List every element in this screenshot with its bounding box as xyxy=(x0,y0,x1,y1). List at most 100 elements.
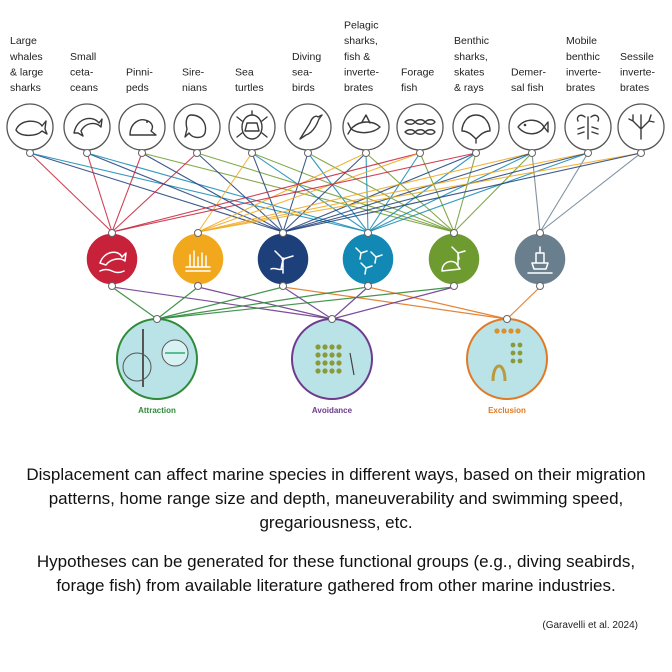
species-stressor-link xyxy=(197,152,253,233)
species-stressor-link xyxy=(29,152,113,233)
species-group: Demer-sal fish xyxy=(508,66,556,157)
connector-dot xyxy=(472,149,480,157)
turbine-seal-icon xyxy=(441,246,466,272)
stressor-outcome-link xyxy=(156,286,284,320)
stressor-outcome-link xyxy=(331,286,455,320)
species-stressor-link xyxy=(307,152,455,233)
stressor-circle xyxy=(341,232,395,286)
underwater-scene-icon xyxy=(491,328,523,382)
connection-lines xyxy=(29,152,642,320)
stressor-outcome-link xyxy=(111,286,158,320)
connector-dot xyxy=(279,282,287,290)
connector-dot xyxy=(108,282,116,290)
species-label: Pinni-peds xyxy=(126,66,153,94)
connector-dot xyxy=(450,229,458,237)
outcome-circle xyxy=(466,318,548,400)
species-icon-circle xyxy=(6,103,54,151)
fish-school-icon xyxy=(404,119,436,135)
species-group: Sire-nians xyxy=(173,66,221,157)
species-stressor-link xyxy=(196,152,455,233)
connector-dot xyxy=(362,149,370,157)
connector-dot xyxy=(138,149,146,157)
outcome-label: Avoidance xyxy=(312,406,353,415)
species-stressor-link xyxy=(111,152,143,233)
citation: (Garavelli et al. 2024) xyxy=(542,620,638,631)
species-stressor-link xyxy=(539,152,589,233)
species-stressor-link xyxy=(453,152,533,233)
species-stressor-link xyxy=(86,152,284,233)
outcome-attraction: Attraction xyxy=(116,315,198,415)
outcome-avoidance: Avoidance xyxy=(291,315,373,415)
species-stressor-link xyxy=(453,152,477,233)
connector-dot xyxy=(248,149,256,157)
lobster-icon xyxy=(576,114,600,140)
species-stressor-link xyxy=(307,152,369,233)
connector-dot xyxy=(194,229,202,237)
stressor-outcome-link xyxy=(156,286,455,320)
stressor-circle xyxy=(427,232,481,286)
outcome-circle xyxy=(291,318,373,400)
stressor-node xyxy=(256,229,310,290)
connector-dot xyxy=(153,315,161,323)
species-stressor-link xyxy=(197,152,421,233)
shark-icon xyxy=(347,114,381,135)
species-icon-circle xyxy=(173,103,221,151)
underwater-scene-icon xyxy=(122,329,189,387)
buoy-icon xyxy=(527,246,553,274)
underwater-noise-icon xyxy=(99,251,127,274)
turtle-icon xyxy=(236,110,268,140)
connector-dot xyxy=(193,149,201,157)
species-stressor-link xyxy=(251,152,455,233)
connector-dot xyxy=(304,149,312,157)
stressor-circle xyxy=(513,232,567,286)
species-stressor-link xyxy=(367,152,589,233)
connector-dot xyxy=(536,282,544,290)
species-stressor-link xyxy=(197,152,367,233)
connector-dot xyxy=(536,229,544,237)
demersal-fish-icon xyxy=(517,119,549,135)
species-stressor-link xyxy=(367,152,533,233)
connector-dot xyxy=(503,315,511,323)
turbine-array-icon xyxy=(355,247,383,275)
species-stressor-link xyxy=(282,152,367,233)
species-stressor-link xyxy=(282,152,533,233)
species-stressor-link xyxy=(111,152,477,233)
connector-dot xyxy=(279,229,287,237)
stressor-node xyxy=(341,229,395,290)
stressor-outcome-link xyxy=(506,286,541,320)
stressor-nodes xyxy=(85,229,567,290)
stressor-outcome-link xyxy=(331,286,369,320)
outcome-label: Attraction xyxy=(138,406,176,415)
species-stressor-link xyxy=(111,152,198,233)
stressor-outcome-link xyxy=(156,286,369,320)
connector-dot xyxy=(584,149,592,157)
connector-dot xyxy=(364,282,372,290)
species-stressor-link xyxy=(197,152,533,233)
whale-icon xyxy=(15,120,48,137)
species-stressor-link xyxy=(86,152,113,233)
stressor-outcome-link xyxy=(367,286,508,320)
species-stressor-link xyxy=(111,152,421,233)
turbine-icon xyxy=(270,250,294,274)
species-stressor-link xyxy=(141,152,455,233)
seal-icon xyxy=(129,119,157,136)
species-stressor-link xyxy=(539,152,642,233)
connector-dot xyxy=(328,315,336,323)
